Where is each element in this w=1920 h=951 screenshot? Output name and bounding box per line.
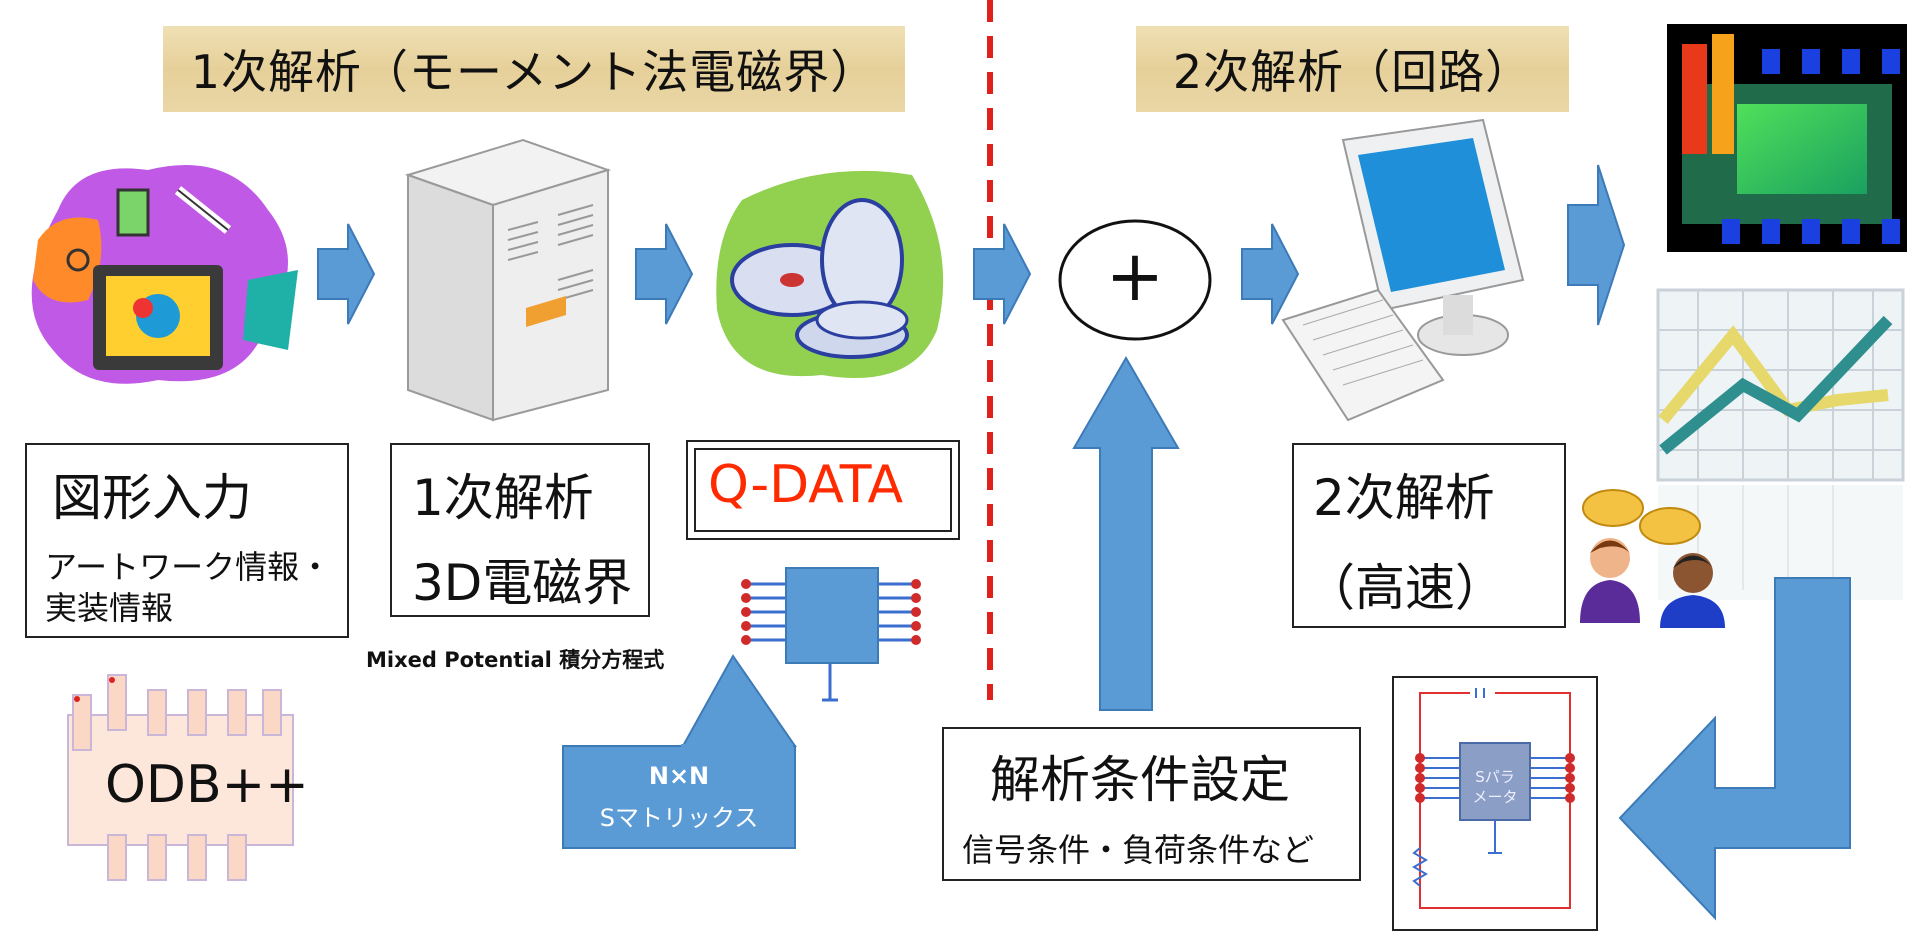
- heatmap-result-icon: [1667, 24, 1907, 252]
- spara-label-line1: Sパラ: [1475, 768, 1515, 786]
- qdata-box-inner: [694, 448, 952, 532]
- arrow-3: [973, 223, 1032, 325]
- circuit-diagram-icon: [1412, 688, 1575, 909]
- spara-label-line2: メータ: [1472, 788, 1518, 806]
- primary-analysis-line1: 1次解析: [412, 469, 594, 527]
- input-box: [25, 443, 349, 638]
- arrow-4: [1241, 223, 1300, 325]
- secondary-analysis-box: [1292, 443, 1566, 628]
- ic-package-icon: [741, 567, 921, 702]
- secondary-analysis-line1: 2次解析: [1313, 469, 1495, 527]
- input-title: 図形入力: [52, 469, 252, 527]
- arrow-1: [317, 223, 376, 325]
- input-detail-line1: アートワーク情報・: [45, 548, 332, 586]
- banner-primary-analysis: 1次解析（モーメント法電磁界）: [163, 26, 905, 112]
- people-discussion-icon: [1580, 489, 1725, 628]
- primary-analysis-line2: 3D電磁界: [412, 554, 633, 612]
- computer-icon: [1281, 118, 1525, 422]
- conditions-subtitle: 信号条件・負荷条件など: [962, 831, 1315, 869]
- conditions-title: 解析条件設定: [990, 751, 1290, 809]
- server-icon: [404, 138, 612, 422]
- clipart-icon: [31, 165, 298, 384]
- discs-icon: [716, 170, 944, 378]
- sparam-callout-shape: [562, 654, 797, 849]
- primary-analysis-box: [390, 443, 650, 617]
- conditions-box: [942, 727, 1361, 881]
- banner-secondary-analysis: 2次解析（回路）: [1136, 26, 1569, 112]
- arrow-5: [1567, 164, 1626, 326]
- callout-line1: N×N: [648, 762, 710, 790]
- banner-primary-text: 1次解析（モーメント法電磁界）: [190, 45, 878, 99]
- odb-footprint-icon: [67, 674, 294, 881]
- mixed-potential-label: Mixed Potential 積分方程式: [366, 648, 665, 672]
- qdata-title: Q-DATA: [708, 455, 904, 515]
- odb-label: ODB++: [105, 755, 309, 815]
- sum-circle: [1058, 219, 1212, 341]
- arrow-2: [635, 223, 694, 325]
- input-detail-line2: 実装情報: [45, 589, 174, 627]
- banner-secondary-text: 2次解析（回路）: [1172, 45, 1533, 99]
- plus-symbol: +: [1105, 235, 1165, 317]
- secondary-analysis-line2: （高速）: [1305, 559, 1505, 617]
- up-arrow: [1072, 356, 1180, 711]
- return-arrow: [1618, 577, 1851, 921]
- callout-line2: Sマトリックス: [599, 804, 759, 832]
